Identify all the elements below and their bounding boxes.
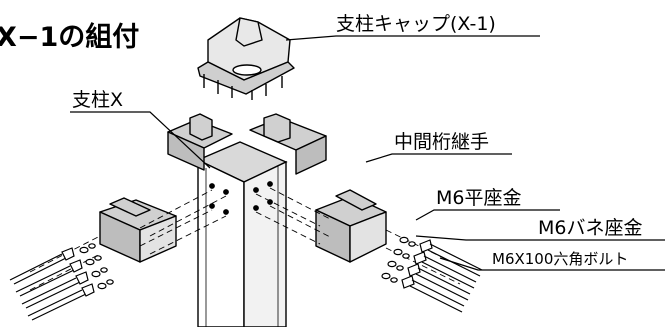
bolt-left-1: [9, 247, 75, 285]
diagram-title: X−1の組付: [0, 21, 139, 53]
joint-bracket-left: [99, 197, 177, 263]
upper-bracket-left: [167, 113, 233, 171]
bolts-left: [9, 243, 114, 321]
label-bolt: M6X100六角ボルト: [492, 250, 628, 268]
post-cap-part: [197, 17, 295, 100]
joint-bracket-right: [315, 189, 387, 263]
bolt-left-2: [15, 259, 83, 297]
label-post-x: 支柱X: [72, 89, 123, 111]
leader-lines: [70, 35, 665, 271]
label-post-cap: 支柱キャップ(X-1): [336, 13, 496, 35]
bolts-right: [381, 236, 483, 313]
bolt-left-4: [27, 283, 95, 321]
label-joint: 中間桁継手: [394, 131, 489, 153]
bolt-right-2: [413, 251, 477, 289]
label-spring-washer: M6バネ座金: [538, 217, 642, 239]
bolt-right-4: [401, 275, 465, 313]
post-x-part: [196, 141, 288, 327]
bolt-right-3: [407, 263, 471, 301]
label-flat-washer: M6平座金: [436, 187, 521, 209]
upper-bracket-right: [249, 113, 327, 175]
bolt-left-3: [21, 271, 89, 309]
